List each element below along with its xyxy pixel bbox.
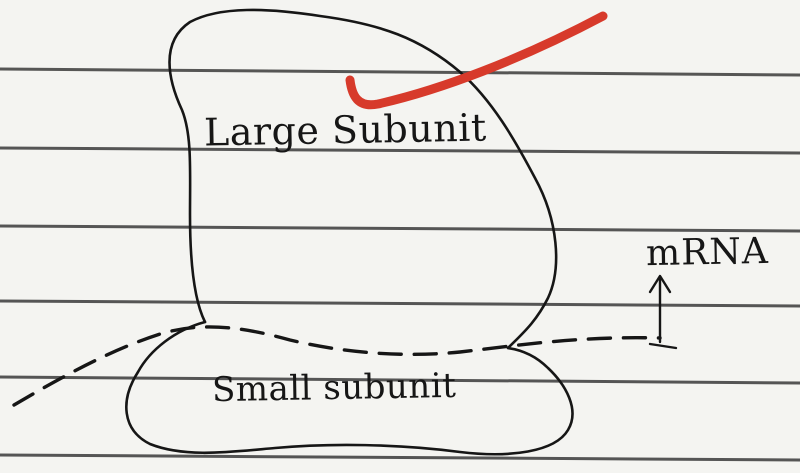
check-mark-icon xyxy=(350,16,603,105)
small-subunit-label: Small subunit xyxy=(212,366,457,410)
mrna-label: mRNA xyxy=(646,231,769,274)
ruled-line xyxy=(0,226,800,231)
large-subunit-label: Large Subunit xyxy=(204,106,487,155)
ruled-line xyxy=(0,69,800,75)
ruled-line xyxy=(0,455,800,460)
ruled-line xyxy=(0,301,800,306)
up-arrow-icon xyxy=(650,276,676,348)
